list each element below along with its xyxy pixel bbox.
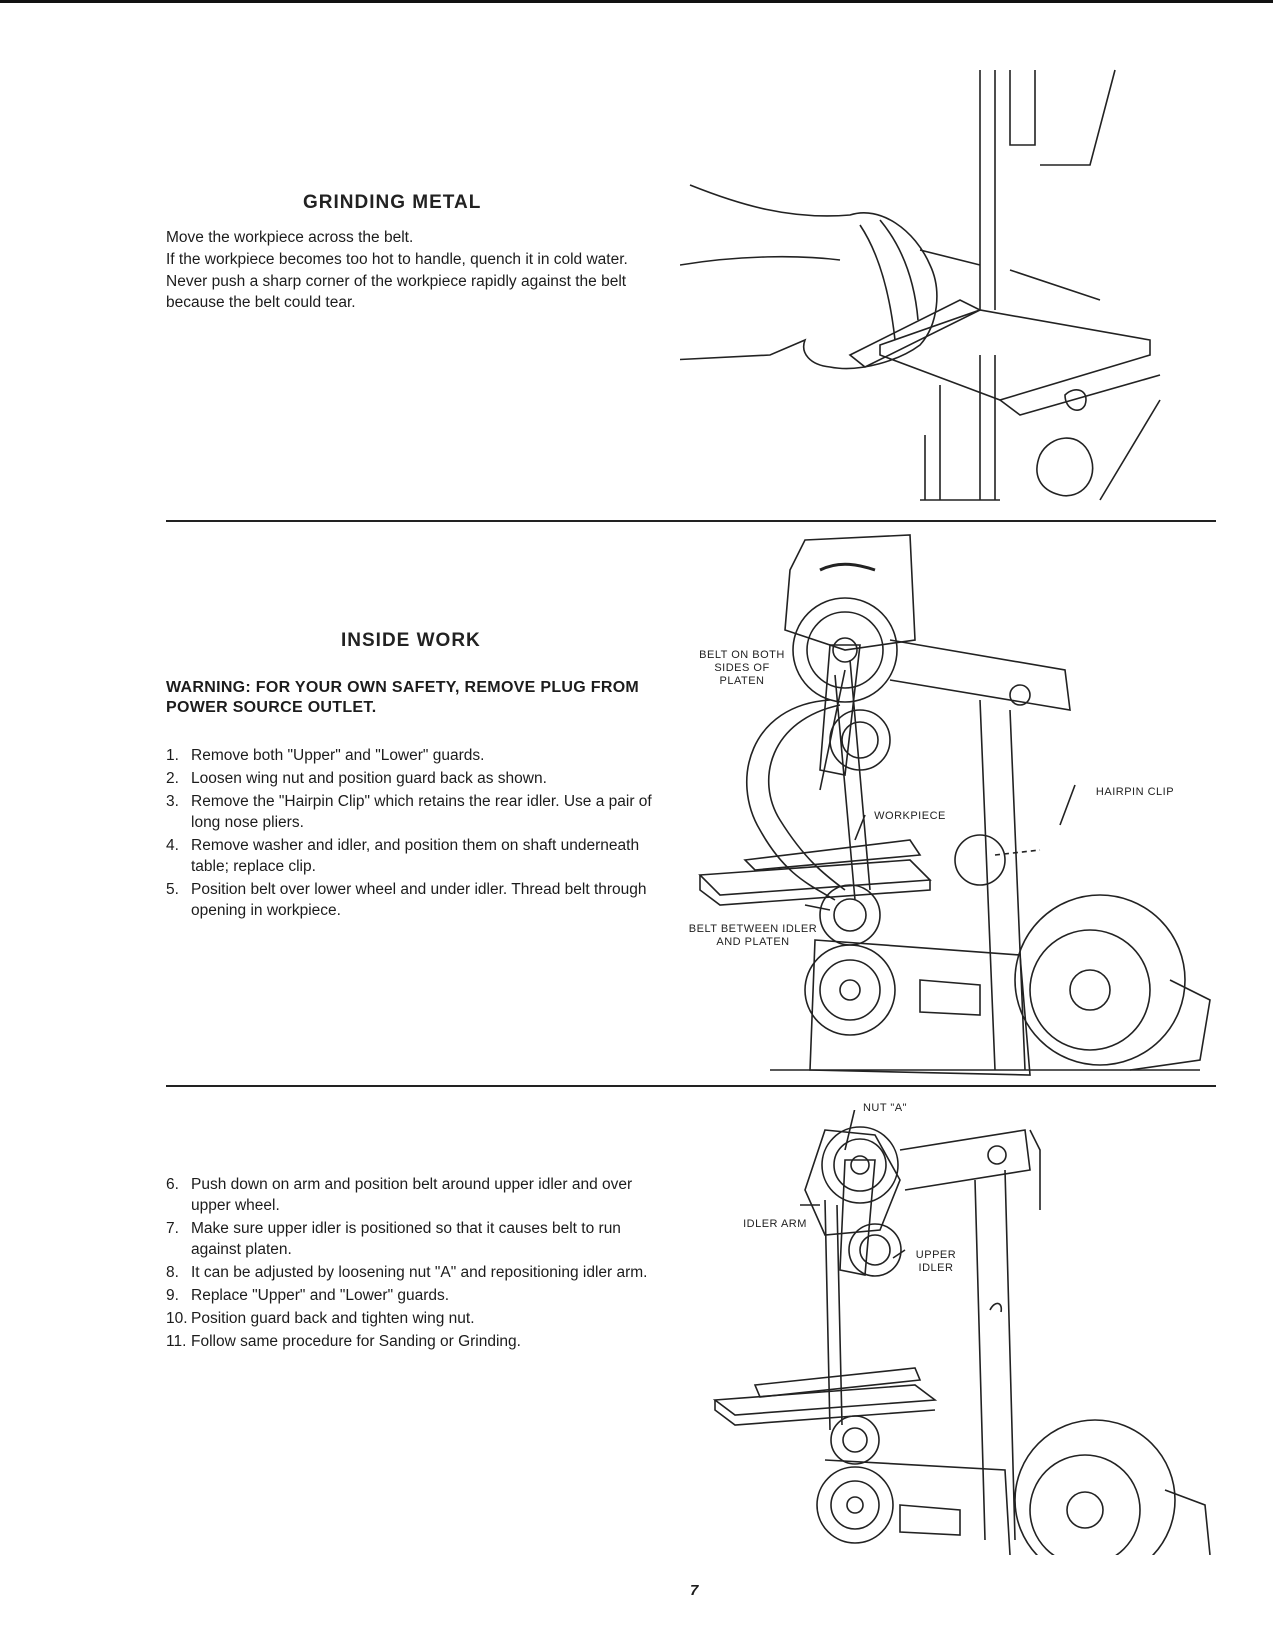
list-item: 8.It can be adjusted by loosening nut "A… — [166, 1264, 648, 1281]
page-number: 7 — [690, 1582, 699, 1599]
list-item: 1.Remove both "Upper" and "Lower" guards… — [166, 747, 485, 764]
label-idler-arm: IDLER ARM — [743, 1218, 807, 1230]
label-workpiece: WORKPIECE — [874, 810, 946, 822]
label-upper-idler: UPPER IDLER — [915, 1249, 957, 1274]
inside-work-steps: 1.Remove both "Upper" and "Lower" guards… — [166, 745, 666, 923]
list-item: 3.Remove the "Hairpin Clip" which retain… — [166, 793, 652, 831]
figure-grinding-metal — [680, 55, 1220, 520]
figure-upper-idler — [705, 1110, 1235, 1555]
label-nut-a: NUT "A" — [862, 1102, 908, 1114]
list-item: 4.Remove washer and idler, and position … — [166, 837, 640, 875]
list-item: 11.Follow same procedure for Sanding or … — [166, 1333, 521, 1350]
label-belt-between: BELT BETWEEN IDLER AND PLATEN — [688, 923, 818, 948]
section-divider — [166, 520, 1216, 522]
grinding-metal-text: Move the workpiece across the belt. If t… — [166, 227, 658, 314]
section-title-grinding-metal: GRINDING METAL — [303, 192, 482, 213]
section-title-inside-work: INSIDE WORK — [341, 630, 481, 651]
list-item: 2.Loosen wing nut and position guard bac… — [166, 770, 547, 787]
top-border — [0, 0, 1273, 3]
section-divider — [166, 1085, 1216, 1087]
label-belt-both-sides: BELT ON BOTH SIDES OF PLATEN — [699, 649, 785, 687]
paragraph: If the workpiece becomes too hot to hand… — [166, 251, 628, 268]
label-hairpin-clip: HAIRPIN CLIP — [1095, 786, 1175, 798]
paragraph: Never push a sharp corner of the workpie… — [166, 273, 627, 311]
list-item: 7.Make sure upper idler is positioned so… — [166, 1220, 621, 1258]
list-item: 6.Push down on arm and position belt aro… — [166, 1176, 633, 1214]
list-item: 9.Replace "Upper" and "Lower" guards. — [166, 1287, 450, 1304]
figure-inside-work — [690, 530, 1265, 1100]
safety-warning: WARNING: FOR YOUR OWN SAFETY, REMOVE PLU… — [166, 679, 640, 716]
list-item: 5.Position belt over lower wheel and und… — [166, 881, 647, 919]
list-item: 10.Position guard back and tighten wing … — [166, 1310, 475, 1327]
paragraph: Move the workpiece across the belt. — [166, 229, 414, 246]
continued-steps: 6.Push down on arm and position belt aro… — [166, 1174, 666, 1354]
